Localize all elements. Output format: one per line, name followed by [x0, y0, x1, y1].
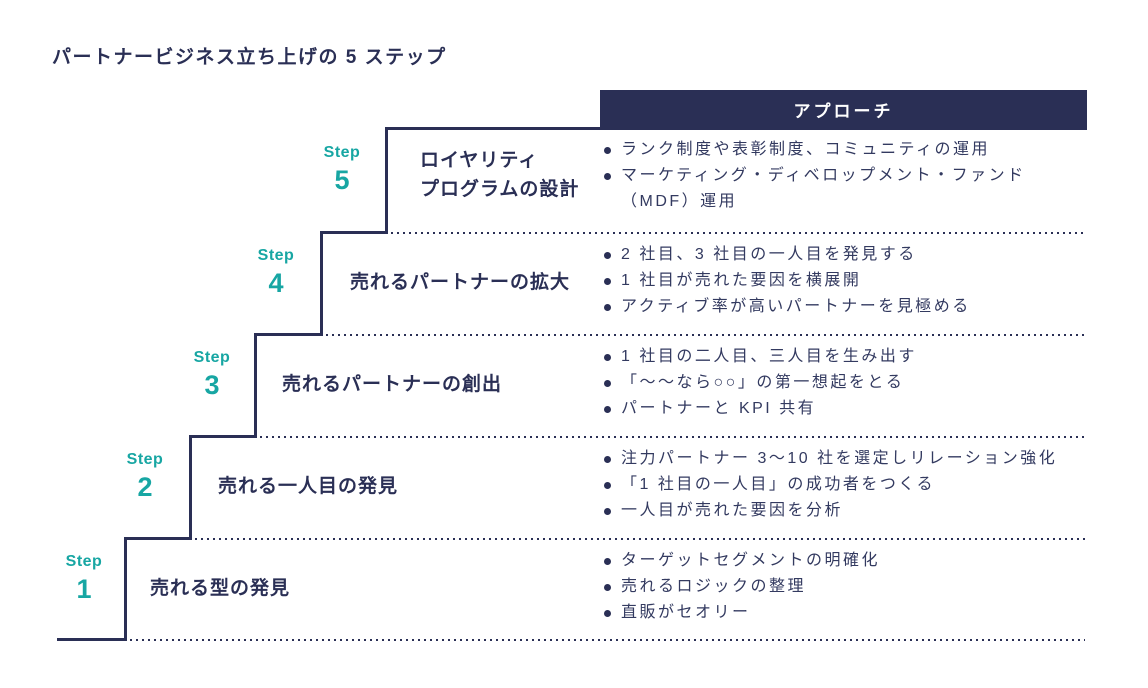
bullet-item: 2 社目、3 社目の一人目を発見する — [602, 242, 1085, 268]
stair-riser-4 — [320, 231, 323, 336]
bullet-item: マーケティング・ディベロップメント・ファンド（MDF）運用 — [602, 163, 1085, 215]
bullet-dot-icon — [604, 278, 611, 285]
bullet-item: ランク制度や表彰制度、コミュニティの運用 — [602, 137, 1085, 163]
bullet-item: 一人目が売れた要因を分析 — [602, 498, 1085, 524]
step-1-bullets: ターゲットセグメントの明確化 売れるロジックの整理 直販がセオリー — [602, 548, 1085, 626]
step-4-title: 売れるパートナーの拡大 — [350, 272, 571, 293]
step-5-word: Step — [323, 144, 361, 161]
step-5-title: ロイヤリティ プログラムの設計 — [420, 150, 580, 200]
step-1-number: 1 — [76, 574, 92, 604]
step-2-number: 2 — [137, 472, 153, 502]
stair-tread-4 — [320, 231, 388, 234]
approach-header-label: アプローチ — [793, 101, 894, 121]
step-3-bullets: 1 社目の二人目、三人目を生み出す 「～～なら○○」の第一想起をとる パートナー… — [602, 344, 1085, 422]
dotted-separator-4 — [326, 334, 1085, 336]
dotted-separator-5 — [391, 232, 1085, 234]
step-3-title: 売れるパートナーの創出 — [282, 374, 503, 395]
stair-riser-3 — [254, 333, 257, 438]
stair-riser-1 — [124, 537, 127, 641]
bullet-dot-icon — [604, 354, 611, 361]
dotted-separator-2 — [195, 538, 1085, 540]
step-2-title: 売れる一人目の発見 — [218, 476, 399, 497]
bullet-item: 「～～なら○○」の第一想起をとる — [602, 370, 1085, 396]
bullet-dot-icon — [604, 456, 611, 463]
bullet-dot-icon — [604, 558, 611, 565]
bullet-item: ターゲットセグメントの明確化 — [602, 548, 1085, 574]
bullet-dot-icon — [604, 173, 611, 180]
bullet-dot-icon — [604, 380, 611, 387]
step-1-title: 売れる型の発見 — [150, 578, 291, 599]
step-5-bullets: ランク制度や表彰制度、コミュニティの運用 マーケティング・ディベロップメント・フ… — [602, 137, 1085, 215]
bullet-item: 「1 社目の一人目」の成功者をつくる — [602, 472, 1085, 498]
stair-tread-2 — [189, 435, 257, 438]
step-4-number: 4 — [268, 268, 284, 298]
step-5-number: 5 — [334, 165, 350, 195]
bullet-dot-icon — [604, 482, 611, 489]
page-title: パートナービジネス立ち上げの 5 ステップ — [52, 47, 447, 68]
dotted-separator-1 — [130, 639, 1085, 641]
step-3-word: Step — [193, 349, 231, 366]
approach-column-header: アプローチ — [600, 90, 1087, 128]
bullet-dot-icon — [604, 147, 611, 154]
bullet-dot-icon — [604, 610, 611, 617]
step-1-word: Step — [65, 553, 103, 570]
bullet-item: パートナーと KPI 共有 — [602, 396, 1085, 422]
step-2-label: Step 2 — [110, 452, 180, 501]
bullet-dot-icon — [604, 406, 611, 413]
step-5-label: Step 5 — [307, 145, 377, 194]
step-4-label: Step 4 — [241, 248, 311, 297]
bullet-dot-icon — [604, 252, 611, 259]
step-2-bullets: 注力パートナー 3～10 社を選定しリレーション強化 「1 社目の一人目」の成功… — [602, 446, 1085, 524]
bullet-item: 売れるロジックの整理 — [602, 574, 1085, 600]
step-3-label: Step 3 — [177, 350, 247, 399]
step-4-bullets: 2 社目、3 社目の一人目を発見する 1 社目が売れた要因を横展開 アクティブ率… — [602, 242, 1085, 320]
stair-floor — [57, 638, 127, 641]
stair-riser-5 — [385, 127, 388, 234]
bullet-dot-icon — [604, 508, 611, 515]
step-1-label: Step 1 — [49, 554, 119, 603]
bullet-item: 1 社目が売れた要因を横展開 — [602, 268, 1085, 294]
dotted-separator-3 — [260, 436, 1085, 438]
step-2-word: Step — [126, 451, 164, 468]
step-3-number: 3 — [204, 370, 220, 400]
bullet-item: 1 社目の二人目、三人目を生み出す — [602, 344, 1085, 370]
bullet-dot-icon — [604, 304, 611, 311]
bullet-item: 注力パートナー 3～10 社を選定しリレーション強化 — [602, 446, 1085, 472]
step-4-word: Step — [257, 247, 295, 264]
stair-tread-1 — [124, 537, 192, 540]
bullet-item: アクティブ率が高いパートナーを見極める — [602, 294, 1085, 320]
stair-tread-top-5 — [385, 127, 1087, 130]
bullet-item: 直販がセオリー — [602, 600, 1085, 626]
stair-riser-2 — [189, 435, 192, 540]
bullet-dot-icon — [604, 584, 611, 591]
stair-tread-3 — [254, 333, 323, 336]
